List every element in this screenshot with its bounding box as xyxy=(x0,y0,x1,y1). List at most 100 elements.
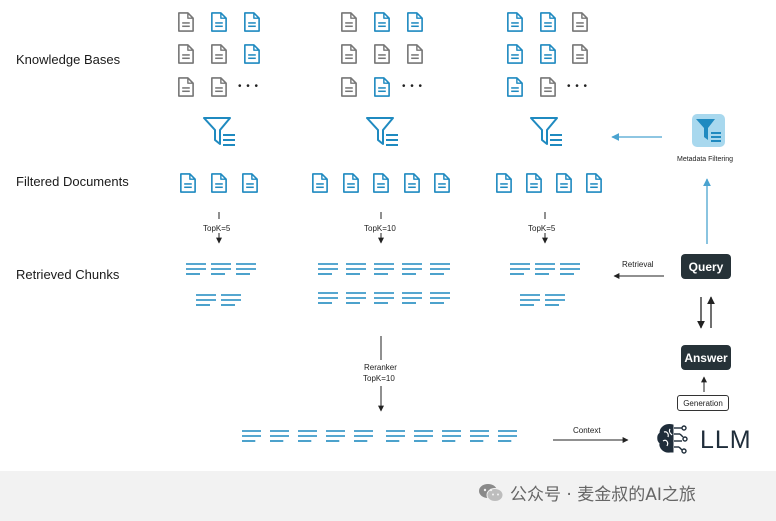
document-icon xyxy=(178,77,194,97)
document-icon xyxy=(525,173,542,193)
text-chunk-icon xyxy=(318,263,338,275)
retrieved-chunks xyxy=(186,263,580,306)
document-icon xyxy=(341,77,357,97)
filter-icon xyxy=(530,117,563,146)
text-chunk-icon xyxy=(535,263,555,275)
metadata-filter-icon xyxy=(692,114,725,147)
document-icon xyxy=(374,12,390,32)
watermark: 公众号 · 麦金叔的AI之旅 xyxy=(478,480,696,505)
reranker-topk-label: TopK=10 xyxy=(363,374,395,383)
diagram-graphics xyxy=(178,12,725,454)
row-label-retrieved-chunks: Retrieved Chunks xyxy=(16,267,120,282)
document-icon xyxy=(211,173,227,193)
kb-group-2 xyxy=(341,12,423,97)
text-chunk-icon xyxy=(510,263,530,275)
filtered-docs-3 xyxy=(496,173,602,193)
document-icon xyxy=(178,44,194,64)
rag-diagram: Knowledge Bases Filtered Documents Retri… xyxy=(0,0,776,471)
topk-label-mid: TopK=10 xyxy=(364,224,396,233)
document-icon xyxy=(373,173,389,193)
document-icon xyxy=(507,12,523,32)
answer-box: Answer xyxy=(681,345,731,370)
filtered-docs-1 xyxy=(180,173,258,193)
document-icon xyxy=(242,173,258,193)
row-label-filtered-documents: Filtered Documents xyxy=(16,174,129,189)
document-icon xyxy=(178,12,194,32)
brain-circuit-icon xyxy=(657,424,688,454)
text-chunk-icon xyxy=(520,294,540,306)
kb-group-3 xyxy=(507,12,588,97)
reranker-label: Reranker xyxy=(364,363,397,372)
text-chunk-icon xyxy=(326,430,345,442)
text-chunk-icon xyxy=(318,292,338,304)
document-icon xyxy=(555,173,572,193)
document-icon xyxy=(539,12,556,32)
document-icon xyxy=(571,12,588,32)
ellipsis-kb-2: • • • xyxy=(402,81,424,92)
text-chunk-icon xyxy=(402,263,422,275)
text-chunk-icon xyxy=(221,294,241,306)
text-chunk-icon xyxy=(498,430,517,442)
retrieval-label: Retrieval xyxy=(622,260,654,269)
text-chunk-icon xyxy=(545,294,565,306)
document-icon xyxy=(244,12,260,32)
llm-label: LLM xyxy=(700,426,752,454)
text-chunk-icon xyxy=(298,430,317,442)
document-icon xyxy=(539,44,556,64)
text-chunk-icon xyxy=(354,430,373,442)
text-chunk-icon xyxy=(196,294,216,306)
document-icon xyxy=(434,173,450,193)
topk-label-left: TopK=5 xyxy=(203,224,231,233)
text-chunk-icon xyxy=(442,430,461,442)
document-icon xyxy=(244,44,260,64)
filter-icon xyxy=(203,117,236,146)
document-icon xyxy=(539,77,556,97)
document-icon xyxy=(211,44,227,64)
document-icon xyxy=(312,173,328,193)
metadata-filtering-label: Metadata Filtering xyxy=(677,156,734,163)
document-icon xyxy=(585,173,602,193)
document-icon xyxy=(343,173,359,193)
topk-label-right: TopK=5 xyxy=(528,224,556,233)
document-icon xyxy=(507,44,523,64)
text-chunk-icon xyxy=(242,430,261,442)
row-label-knowledge-bases: Knowledge Bases xyxy=(16,52,121,67)
text-chunk-icon xyxy=(374,263,394,275)
document-icon xyxy=(374,44,390,64)
ellipsis-kb-3: • • • xyxy=(567,81,589,92)
document-icon xyxy=(341,44,357,64)
document-icon xyxy=(407,44,423,64)
text-chunk-icon xyxy=(560,263,580,275)
query-box: Query xyxy=(681,254,731,279)
text-chunk-icon xyxy=(374,292,394,304)
ellipsis-kb-1: • • • xyxy=(238,81,260,92)
text-chunk-icon xyxy=(430,263,450,275)
document-icon xyxy=(507,77,523,97)
document-icon xyxy=(180,173,196,193)
wechat-icon xyxy=(478,483,504,503)
kb-group-1 xyxy=(178,12,260,97)
text-chunk-icon xyxy=(430,292,450,304)
document-icon xyxy=(211,12,227,32)
text-chunk-icon xyxy=(414,430,433,442)
document-icon xyxy=(407,12,423,32)
text-chunk-icon xyxy=(402,292,422,304)
document-icon xyxy=(374,77,390,97)
watermark-text: 公众号 · 麦金叔的AI之旅 xyxy=(510,485,696,505)
document-icon xyxy=(571,44,588,64)
text-chunk-icon xyxy=(186,263,206,275)
filter-icon xyxy=(366,117,399,146)
text-chunk-icon xyxy=(270,430,289,442)
document-icon xyxy=(496,173,512,193)
document-icon xyxy=(341,12,357,32)
document-icon xyxy=(211,77,227,97)
text-chunk-icon xyxy=(470,430,489,442)
text-chunk-icon xyxy=(346,263,366,275)
generation-box: Generation xyxy=(677,395,729,411)
filtered-docs-2 xyxy=(312,173,450,193)
text-chunk-icon xyxy=(386,430,405,442)
context-chunks xyxy=(242,430,517,442)
text-chunk-icon xyxy=(211,263,231,275)
text-chunk-icon xyxy=(236,263,256,275)
text-chunk-icon xyxy=(346,292,366,304)
